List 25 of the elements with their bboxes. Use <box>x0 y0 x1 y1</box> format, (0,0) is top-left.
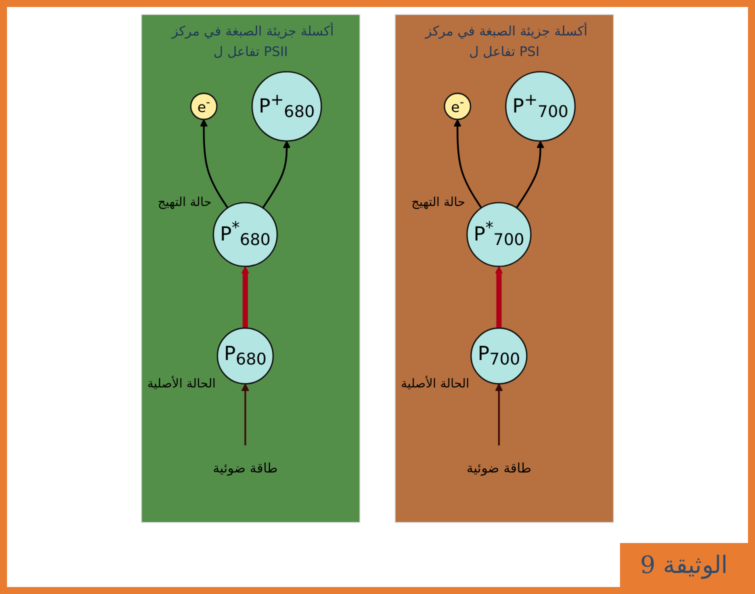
cluster <box>141 14 360 523</box>
node-circle <box>212 202 278 268</box>
node-text: طاقة ضوئية <box>466 460 532 476</box>
document-number: الوثيقة 9 <box>620 543 748 587</box>
node-text: طاقة ضوئية <box>212 460 278 476</box>
arrow <box>454 119 482 208</box>
arrow <box>495 266 503 328</box>
arrow <box>262 140 291 208</box>
node-circle <box>466 202 532 268</box>
arrow <box>241 383 250 446</box>
cluster <box>394 14 614 523</box>
state-label: حالة التهيج <box>411 195 466 210</box>
arrow <box>516 140 544 208</box>
state-label: حالة التهيج <box>158 195 212 210</box>
node-circle <box>444 92 472 120</box>
node-circle <box>505 71 576 142</box>
arrow <box>200 119 228 208</box>
node-circle <box>470 327 528 384</box>
state-label: الحالة الأصلية <box>400 376 470 390</box>
arrow <box>241 266 250 328</box>
arrow <box>495 383 503 446</box>
node-circle <box>216 327 274 384</box>
state-label: الحالة الأصلية <box>147 376 216 390</box>
node-circle <box>251 71 322 142</box>
node-circle <box>190 92 218 120</box>
